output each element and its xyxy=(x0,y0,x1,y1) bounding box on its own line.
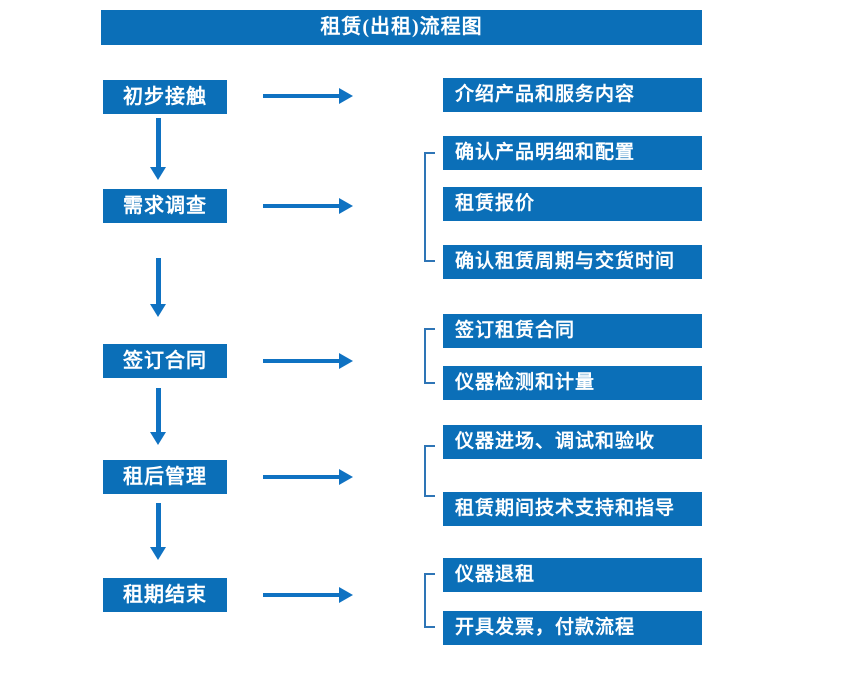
right-arrow-head-icon xyxy=(339,88,353,104)
detail-box-instrument-check: 仪器检测和计量 xyxy=(443,366,702,400)
down-arrow-head-icon xyxy=(150,304,166,317)
detail-box-intro-products: 介绍产品和服务内容 xyxy=(443,78,702,112)
detail-box-instrument-setup: 仪器进场、调试和验收 xyxy=(443,425,702,459)
flowchart-title: 租赁(出租)流程图 xyxy=(101,10,702,45)
group-bracket-demand-survey xyxy=(424,152,435,262)
detail-box-tech-support: 租赁期间技术支持和指导 xyxy=(443,492,702,526)
step-box-initial-contact: 初步接触 xyxy=(103,80,227,114)
group-bracket-sign-contract xyxy=(424,328,435,384)
group-bracket-lease-end xyxy=(424,573,435,628)
right-arrow xyxy=(263,359,339,363)
down-arrow xyxy=(156,118,161,167)
step-box-sign-contract: 签订合同 xyxy=(103,344,227,378)
right-arrow-head-icon xyxy=(339,587,353,603)
right-arrow-head-icon xyxy=(339,469,353,485)
group-bracket-post-rental xyxy=(424,445,435,497)
right-arrow xyxy=(263,204,339,208)
step-box-lease-end: 租期结束 xyxy=(103,578,227,612)
down-arrow xyxy=(156,503,161,547)
down-arrow xyxy=(156,388,161,432)
detail-box-confirm-period: 确认租赁周期与交货时间 xyxy=(443,245,702,279)
detail-box-rental-quote: 租赁报价 xyxy=(443,187,702,221)
down-arrow-head-icon xyxy=(150,167,166,180)
right-arrow-head-icon xyxy=(339,198,353,214)
down-arrow-head-icon xyxy=(150,432,166,445)
detail-box-sign-lease: 签订租赁合同 xyxy=(443,314,702,348)
right-arrow xyxy=(263,94,339,98)
right-arrow xyxy=(263,593,339,597)
step-box-demand-survey: 需求调查 xyxy=(103,189,227,223)
detail-box-confirm-details: 确认产品明细和配置 xyxy=(443,136,702,170)
down-arrow xyxy=(156,258,161,304)
right-arrow-head-icon xyxy=(339,353,353,369)
detail-box-instrument-return: 仪器退租 xyxy=(443,558,702,592)
right-arrow xyxy=(263,475,339,479)
detail-box-invoice-payment: 开具发票，付款流程 xyxy=(443,611,702,645)
step-box-post-rental-mgmt: 租后管理 xyxy=(103,460,227,494)
down-arrow-head-icon xyxy=(150,547,166,560)
